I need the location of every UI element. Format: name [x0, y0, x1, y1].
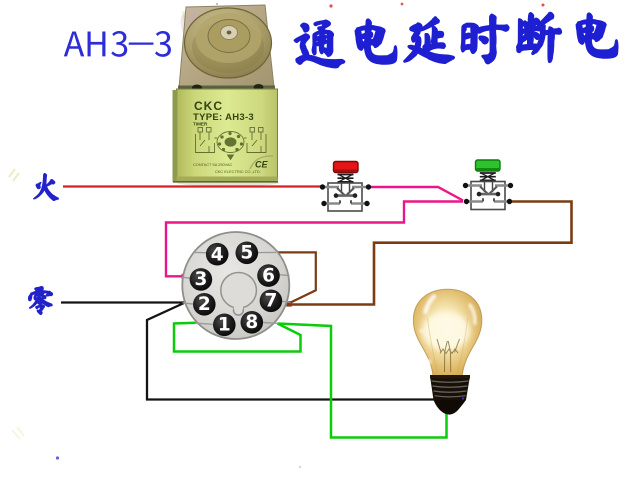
svg-text:7: 7 — [264, 291, 277, 312]
page-title — [293, 11, 619, 69]
wire-brown-pin5-pin7 — [276, 251, 317, 305]
bulb-inner-structure — [436, 338, 460, 373]
stop-pushbutton-switch — [319, 160, 372, 212]
relay-spec-text: CONTACT 5A 250VAC — [193, 162, 233, 167]
bulb-base-tip — [433, 400, 466, 415]
relay-dial — [183, 7, 273, 79]
socket-pin-5: 5 — [235, 241, 259, 265]
relay-ce-mark: CE — [249, 155, 274, 170]
start-button-spring — [479, 172, 496, 182]
stop-button-spring — [337, 173, 354, 183]
bulb-glass-cone — [427, 317, 468, 374]
relay-photo: CKC TYPE: AH3-3 TIMER CONTACT 5A 250VAC … — [172, 4, 279, 187]
socket-pins: 1 2 3 4 5 6 7 8 — [189, 241, 283, 337]
noise-blue-dot — [461, 397, 465, 400]
wire-neutral-to-bulb — [145, 301, 434, 401]
socket-pin-8: 8 — [240, 311, 264, 334]
relay-timer-text: TIMER — [193, 122, 208, 127]
bulb-base — [430, 375, 470, 415]
relay-type-text: TYPE: AH3-3 — [193, 112, 254, 123]
neutral-wire-label — [27, 285, 54, 316]
svg-text:6: 6 — [262, 265, 275, 286]
wires — [61, 185, 573, 439]
photo-noise-specks — [8, 2, 545, 469]
socket-pin-7: 7 — [259, 289, 283, 313]
socket-pin-6: 6 — [257, 264, 280, 287]
bulb-glow — [422, 312, 470, 350]
wire-magenta-upper — [369, 185, 464, 202]
relay-maker-text: CKC ELECTRIC CO.,LTD. — [215, 169, 261, 174]
relay-brand-text: CKC — [194, 99, 223, 113]
model-label — [63, 31, 171, 57]
relay-pinout-schematic — [195, 127, 267, 161]
svg-text:5: 5 — [240, 243, 253, 264]
wire-magenta-to-pin3 — [164, 200, 463, 278]
socket-keyhole — [220, 271, 258, 316]
stop-button-terminals — [319, 184, 372, 207]
svg-text:8: 8 — [245, 312, 258, 333]
wire-green-pin8-to-bulb — [277, 322, 448, 439]
svg-text:3: 3 — [194, 269, 207, 290]
svg-text:2: 2 — [198, 294, 211, 315]
start-button-terminals — [462, 182, 514, 205]
bulb-base-threads — [431, 380, 469, 398]
start-pushbutton-switch — [462, 159, 514, 211]
live-wire-label — [33, 172, 59, 202]
socket-pin-2: 2 — [193, 293, 216, 316]
socket-pin-4: 4 — [205, 242, 229, 266]
bulb-specular-highlights — [419, 294, 477, 365]
brown-junction-blob — [286, 301, 292, 307]
svg-text:1: 1 — [218, 315, 231, 336]
wire-green-pin1-pin8-loop — [172, 321, 302, 353]
wire-brown-pin7-to-switch — [288, 200, 573, 306]
svg-text:CE: CE — [255, 160, 268, 170]
light-bulb — [412, 288, 483, 415]
relay-socket: 1 2 3 4 5 6 7 8 — [181, 231, 291, 340]
socket-pin-1: 1 — [213, 313, 236, 337]
start-button-contacts — [466, 184, 511, 203]
svg-text:4: 4 — [211, 245, 224, 266]
socket-pin-3: 3 — [189, 268, 213, 291]
